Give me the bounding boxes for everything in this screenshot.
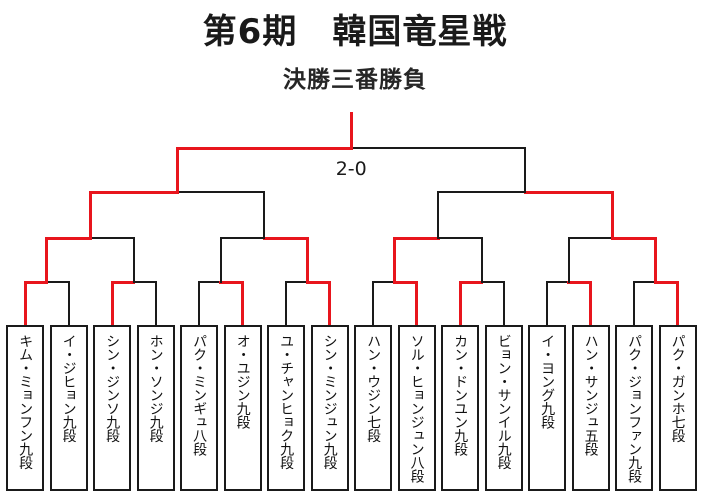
- bracket-bar: [45, 281, 70, 283]
- player-box[interactable]: パク・ジョンファン九段: [615, 325, 653, 491]
- bracket-bar: [654, 280, 679, 284]
- bracket-bar: [285, 281, 309, 283]
- player-box[interactable]: ハン・ウジン七段: [354, 325, 392, 491]
- bracket-bar: [219, 280, 244, 284]
- player-box[interactable]: シン・ミンジュン九段: [310, 325, 349, 491]
- player-name: ハン・サンジュ五段: [582, 334, 599, 456]
- bracket-stem: [328, 282, 331, 327]
- bracket-stem: [589, 282, 592, 327]
- bracket-stem: [502, 282, 505, 326]
- bracket-stem: [633, 282, 635, 326]
- bracket-stem: [306, 238, 310, 284]
- player-box[interactable]: ビョン・サンイル九段: [484, 325, 523, 491]
- player-name: シン・ジンソ九段: [104, 334, 121, 442]
- bracket-bar: [437, 191, 527, 193]
- bracket-stem: [372, 282, 374, 326]
- bracket-bar: [393, 236, 440, 240]
- bracket-stem: [88, 192, 92, 240]
- player-name: パク・ガンホ七段: [669, 334, 686, 442]
- bracket-bar: [437, 237, 483, 239]
- player-box[interactable]: パク・ミンギュ八段: [180, 325, 218, 491]
- bracket-bar: [567, 237, 614, 239]
- bracket-stem: [285, 282, 287, 326]
- player-name: ビョン・サンイル九段: [495, 334, 512, 469]
- player-box[interactable]: ホン・ソンジ九段: [136, 325, 175, 491]
- player-name: シン・ミンジュン九段: [321, 334, 338, 469]
- bracket-stem: [480, 238, 483, 283]
- bracket-stem: [263, 192, 266, 239]
- bracket-bar: [175, 146, 353, 150]
- bracket-bar: [546, 281, 570, 283]
- bracket-stem: [132, 238, 135, 283]
- bracket-bar: [176, 191, 266, 193]
- player-name: ソル・ヒョンジュン八段: [408, 334, 425, 483]
- bracket-stem: [67, 282, 70, 326]
- player-name: パク・ミンギュ八段: [191, 334, 208, 456]
- bracket-stem: [546, 282, 548, 326]
- bracket-bar: [372, 281, 396, 283]
- page-title: 第6期 韓国竜星戦: [202, 12, 508, 52]
- bracket-bar: [219, 237, 266, 239]
- player-box[interactable]: カン・ドンユン九段: [441, 325, 479, 491]
- bracket-bar: [45, 236, 92, 240]
- player-box[interactable]: ユ・チャンヒョク九段: [267, 325, 305, 491]
- bracket-bar: [350, 147, 527, 149]
- final-score-label: 2-0: [335, 158, 367, 180]
- player-box[interactable]: イ・ヨング九段: [528, 325, 566, 491]
- bracket-bar: [132, 281, 157, 283]
- bracket-stem: [45, 238, 49, 284]
- bracket-bar: [458, 280, 484, 284]
- player-name: イ・ジヒョン九段: [60, 334, 77, 442]
- bracket-stem: [241, 282, 244, 327]
- bracket-stem: [524, 148, 527, 193]
- bracket-stem: [654, 238, 658, 284]
- bracket-bar: [306, 280, 331, 284]
- bracket-bar: [633, 281, 657, 283]
- bracket-bar: [480, 281, 505, 283]
- player-name: イ・ヨング九段: [539, 334, 556, 429]
- bracket-stem: [154, 282, 157, 326]
- bracket-bar: [88, 190, 179, 194]
- bracket-bar: [110, 280, 136, 284]
- player-box[interactable]: キム・ミョンフン九段: [6, 325, 44, 491]
- bracket-bar: [89, 237, 135, 239]
- bracket-stem: [567, 238, 570, 283]
- page-subtitle: 決勝三番勝負: [283, 67, 427, 93]
- player-box[interactable]: イ・ジヒョン九段: [49, 325, 88, 491]
- bracket-stem: [175, 148, 179, 194]
- player-name: オ・ユジン九段: [234, 334, 251, 429]
- player-name: ホン・ソンジ九段: [147, 334, 164, 442]
- player-name: パク・ジョンファン九段: [626, 334, 643, 483]
- player-name: カン・ドンユン九段: [452, 334, 469, 456]
- bracket-bar: [23, 280, 49, 284]
- player-name: ハン・ウジン七段: [365, 334, 382, 442]
- bracket-stem: [610, 192, 614, 240]
- bracket-bar: [523, 190, 614, 194]
- bracket-bar: [610, 236, 658, 240]
- player-box[interactable]: パク・ガンホ七段: [658, 325, 697, 491]
- player-name: キム・ミョンフン九段: [17, 334, 34, 469]
- bracket-stem: [415, 282, 418, 327]
- bracket-stem: [458, 282, 462, 327]
- player-box[interactable]: ソル・ヒョンジュン八段: [397, 325, 436, 491]
- player-box[interactable]: ハン・サンジュ五段: [571, 325, 610, 491]
- bracket-stem: [198, 282, 200, 326]
- bracket-bar: [567, 280, 592, 284]
- bracket-stem: [676, 282, 679, 327]
- bracket-bar: [393, 280, 418, 284]
- champion-stem: [349, 112, 353, 150]
- bracket-bar: [262, 236, 310, 240]
- bracket-stem: [23, 282, 27, 327]
- bracket-bar: [198, 281, 222, 283]
- player-name: ユ・チャンヒョク九段: [278, 334, 295, 469]
- player-box[interactable]: シン・ジンソ九段: [93, 325, 131, 491]
- bracket-stem: [110, 282, 114, 327]
- bracket-stem: [393, 238, 397, 284]
- bracket-stem: [437, 192, 440, 239]
- bracket-stem: [219, 238, 222, 283]
- player-box[interactable]: オ・ユジン九段: [223, 325, 262, 491]
